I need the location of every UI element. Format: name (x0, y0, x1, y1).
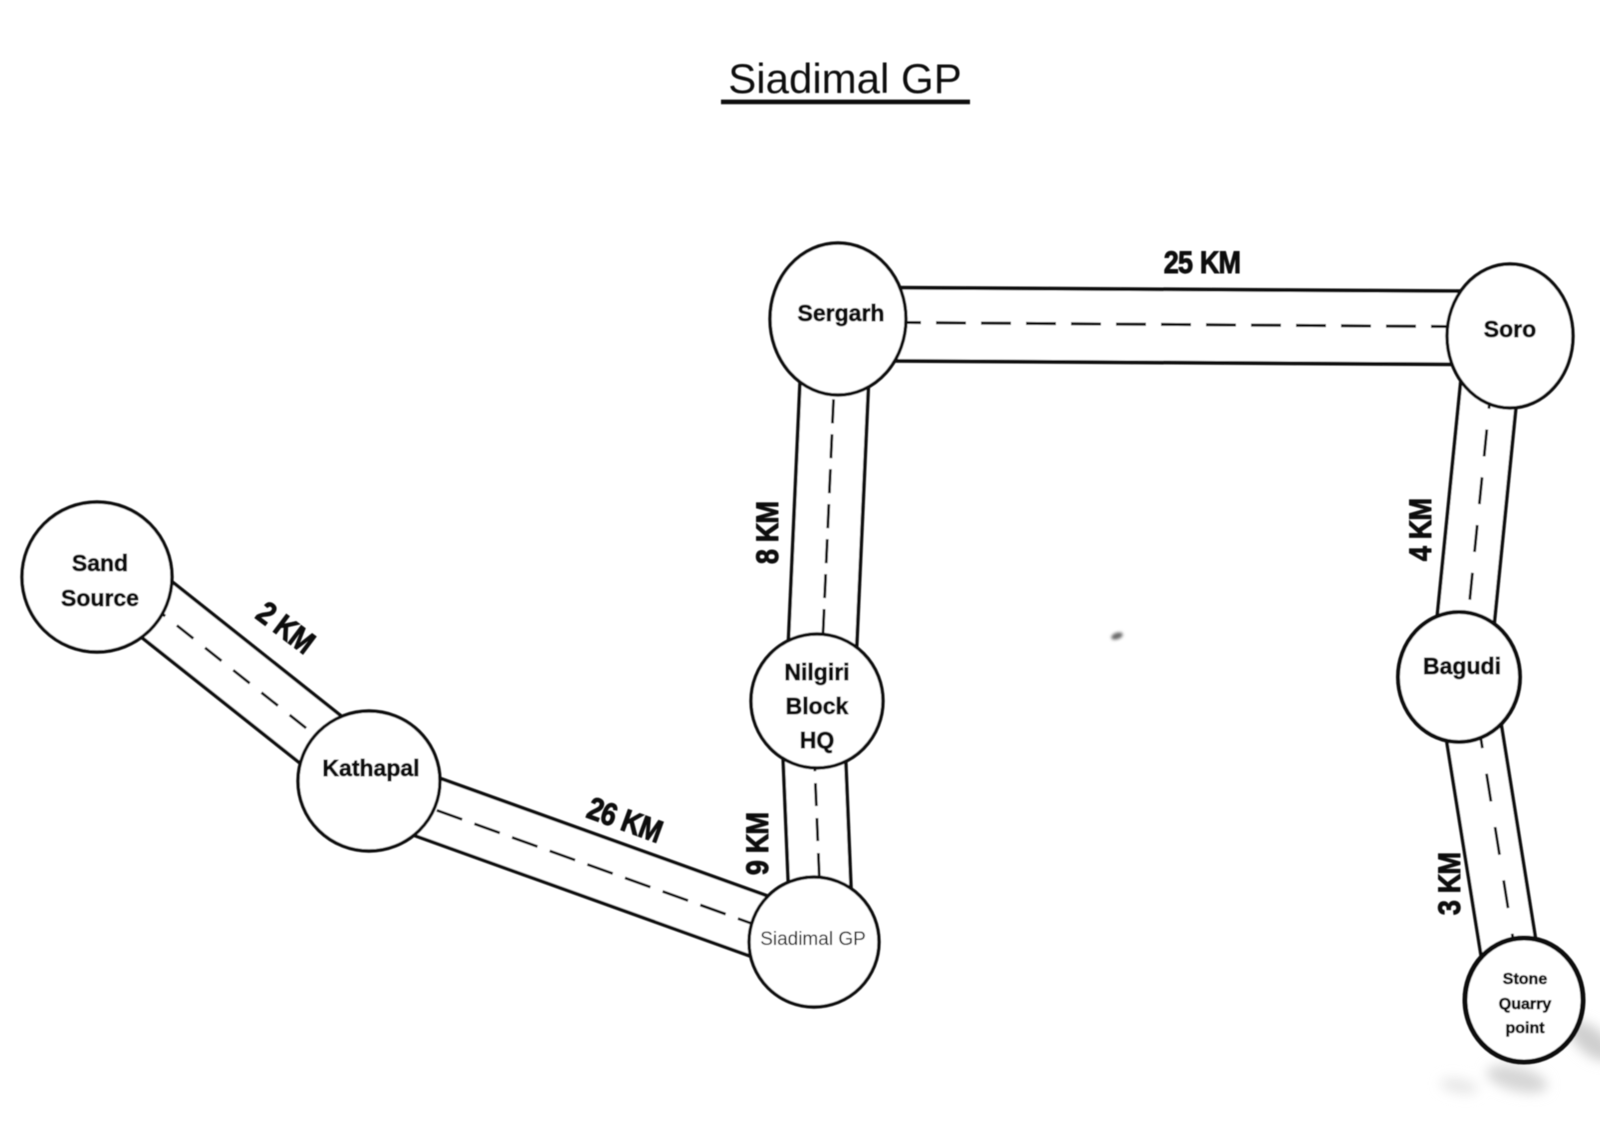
svg-text:4 KM: 4 KM (1403, 499, 1439, 561)
svg-text:Sand: Sand (72, 550, 128, 576)
svg-text:Bagudi: Bagudi (1423, 653, 1501, 679)
svg-text:Nilgiri: Nilgiri (784, 659, 849, 685)
svg-text:Soro: Soro (1484, 316, 1536, 342)
svg-text:Siadimal GP: Siadimal GP (760, 929, 866, 950)
svg-text:Siadimal GP: Siadimal GP (728, 55, 961, 102)
svg-text:3 KM: 3 KM (1432, 853, 1468, 915)
svg-text:point: point (1505, 1020, 1545, 1037)
svg-text:25 KM: 25 KM (1164, 245, 1240, 281)
svg-text:Source: Source (61, 585, 139, 611)
svg-text:Stone: Stone (1503, 971, 1548, 988)
svg-text:Block: Block (786, 693, 849, 719)
svg-text:8 KM: 8 KM (750, 502, 786, 564)
svg-text:HQ: HQ (800, 727, 835, 753)
svg-text:Quarry: Quarry (1499, 996, 1552, 1013)
svg-text:Sergarh: Sergarh (798, 300, 885, 326)
svg-text:9 KM: 9 KM (740, 813, 776, 875)
svg-text:Kathapal: Kathapal (322, 755, 419, 781)
